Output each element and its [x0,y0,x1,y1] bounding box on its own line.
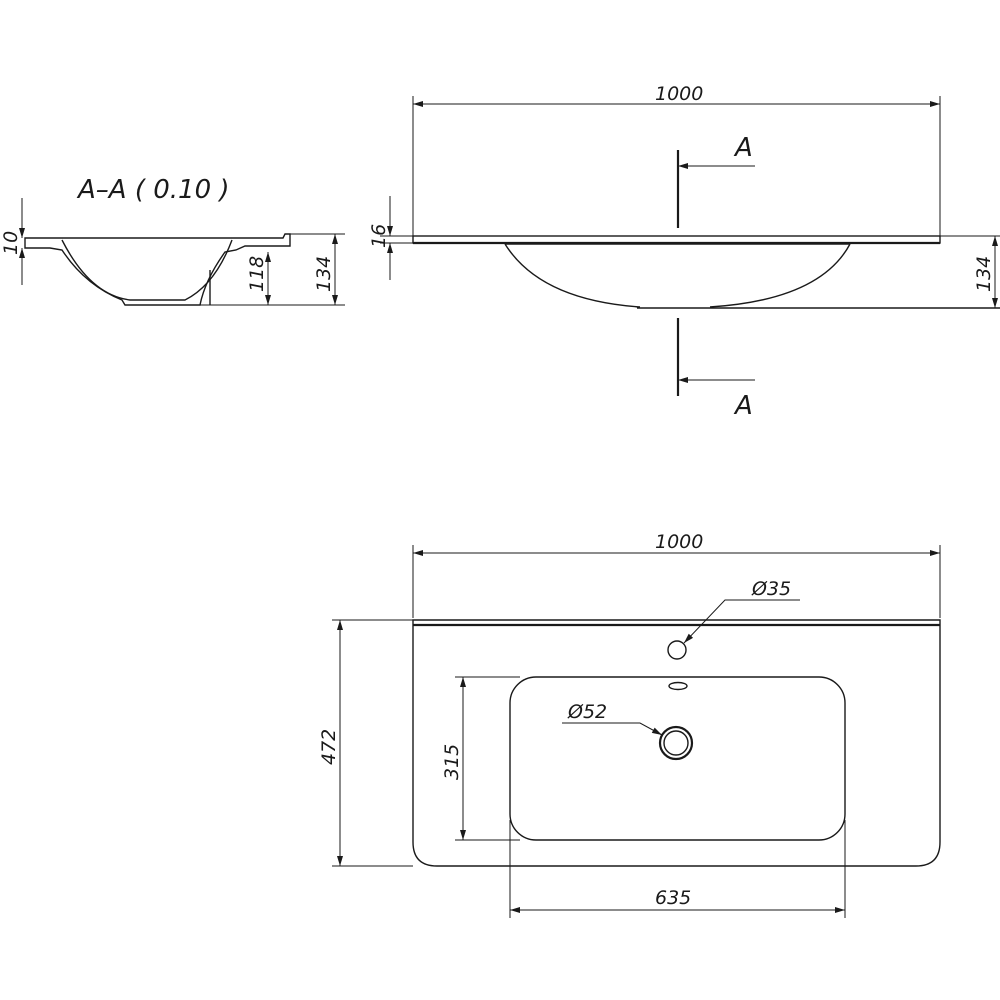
dim-basin-width: 635 [655,887,691,909]
basin-outline [509,676,846,841]
tap-hole [667,640,687,660]
front-view: 1000 16 134 A A [368,83,1000,421]
section-title: A–A ( 0.10 ) [76,175,230,205]
dim-total-height: 134 [313,256,335,292]
dim-top-width: 1000 [655,531,703,553]
dim-inner-depth: 118 [246,256,268,292]
section-view: A–A ( 0.10 ) 10 118 134 [0,175,345,306]
dim-basin-depth: 315 [441,744,463,780]
overflow-hole [668,681,688,691]
dim-front-width: 1000 [655,83,703,105]
dim-tap-hole: Ø35 [751,578,791,600]
section-inner-wall [61,239,233,301]
dim-depth: 472 [318,729,340,765]
countertop-outline [412,619,941,867]
basin-curve [504,243,851,308]
section-mark-bottom: A [733,391,753,421]
dim-slab: 16 [368,224,390,248]
dim-drain: Ø52 [567,701,607,723]
top-view: 1000 Ø35 Ø52 472 315 635 [318,531,941,918]
section-mark-top: A [733,133,753,163]
drain-hole [658,725,694,761]
dim-front-height: 134 [973,256,995,292]
dim-thickness: 10 [0,231,22,255]
